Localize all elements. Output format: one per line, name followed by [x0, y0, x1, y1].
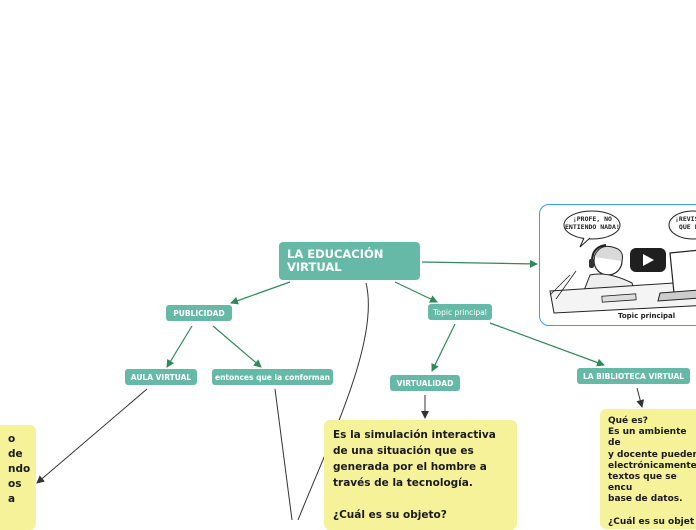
edge-aula-note-left [36, 388, 148, 484]
edge-root-media [421, 259, 538, 268]
edge-root-down [297, 282, 369, 520]
node-entonces-conforman[interactable]: entonces que la conforman [212, 369, 333, 385]
bubble-text-right: ¡REVISA QUE L [675, 215, 696, 231]
node-topic-principal[interactable]: Topic principal [428, 304, 492, 320]
edge-publicidad-aula [166, 325, 193, 368]
edge-root-topic [394, 281, 438, 303]
cartoon-illustration [549, 210, 696, 314]
edge-conforman-down [274, 388, 293, 520]
note-aula[interactable]: o de ndo os a [0, 425, 36, 530]
media-caption: Topic principal [618, 312, 676, 320]
edge-root-publicidad [230, 281, 291, 305]
bubble-text-left: ¡PROFE, NO ENTIENDO NADA! [565, 215, 620, 231]
edge-publicidad-conforman [212, 325, 262, 368]
video-thumbnail[interactable]: ¡PROFE, NO ENTIENDO NADA! ¡REVISA QUE L … [539, 204, 696, 326]
edge-biblioteca-note [636, 387, 645, 408]
edge-topic-virtualidad [431, 323, 456, 372]
root-node[interactable]: LA EDUCACIÓN VIRTUAL [279, 242, 420, 280]
note-biblioteca[interactable]: Qué es? Es un ambiente de y docente pued… [600, 409, 696, 529]
node-virtualidad[interactable]: VIRTUALIDAD [390, 375, 460, 391]
node-publicidad[interactable]: PUBLICIDAD [166, 305, 232, 321]
node-biblioteca-virtual[interactable]: LA BIBLIOTECA VIRTUAL [577, 368, 690, 384]
edge-topic-biblioteca [489, 322, 605, 367]
note-virtualidad[interactable]: Es la simulación interactiva de una situ… [324, 420, 517, 530]
node-aula-virtual[interactable]: AULA VIRTUAL [125, 369, 197, 385]
